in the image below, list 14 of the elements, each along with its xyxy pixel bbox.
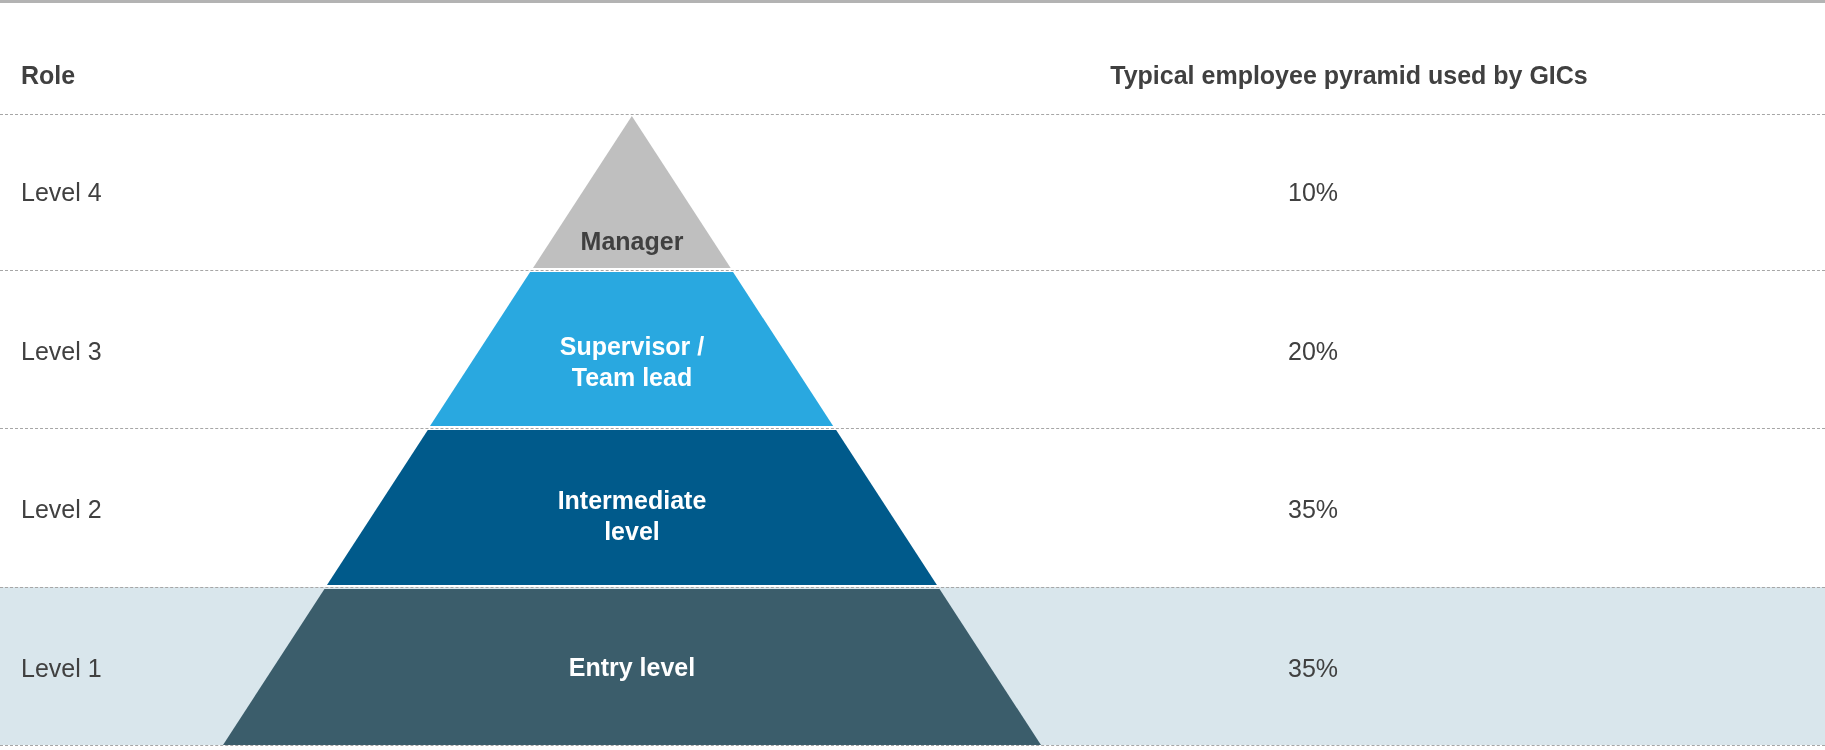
pyramid-level-label: Manager bbox=[579, 225, 685, 257]
percentage-value: 35% bbox=[1288, 494, 1338, 526]
row-label: Level 4 bbox=[21, 177, 102, 209]
percentage-value: 10% bbox=[1288, 177, 1338, 209]
row-label: Level 3 bbox=[21, 336, 102, 368]
pyramid-level-label: Supervisor / Team lead bbox=[558, 331, 706, 393]
percentage-value: 35% bbox=[1288, 653, 1338, 685]
pyramid-level-label: Entry level bbox=[567, 651, 697, 683]
column-header: Role bbox=[21, 60, 76, 92]
pyramid-level-label: Intermediate level bbox=[556, 485, 708, 547]
row-label: Level 2 bbox=[21, 494, 102, 526]
percentage-value: 20% bbox=[1288, 336, 1338, 368]
row-label: Level 1 bbox=[21, 653, 102, 685]
column-header: Typical employee pyramid used by GICs bbox=[1110, 60, 1588, 92]
